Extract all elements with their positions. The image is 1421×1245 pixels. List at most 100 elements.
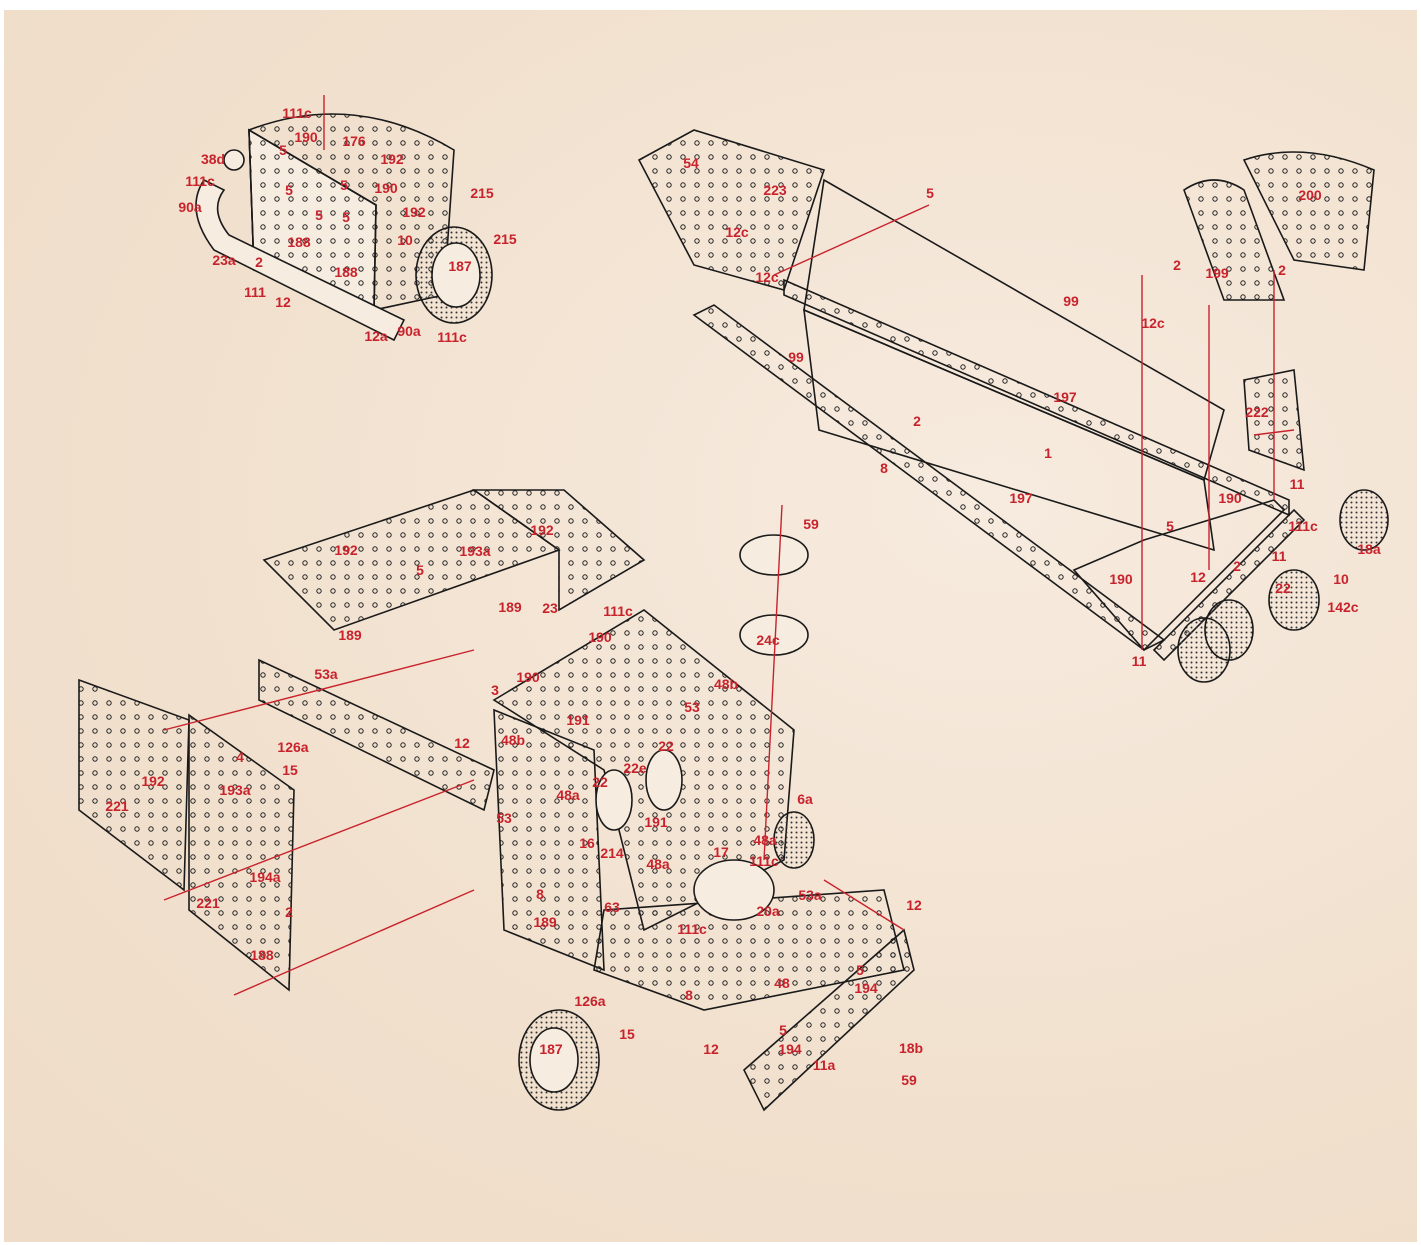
part-label: 111 [244,284,266,300]
part-label: 12 [1190,569,1206,585]
part-label: 53 [684,699,700,715]
part-label: 194 [854,980,878,996]
part-label: 11a [812,1057,836,1073]
part-label: 5 [926,185,934,201]
part-label: 176 [342,133,366,149]
part-label: 23a [212,252,236,268]
part-label: 48a [646,856,670,872]
part-label: 190 [374,180,398,196]
part-label: 48a [556,787,580,803]
part-label: 126a [277,739,309,755]
part-label: 188 [334,264,358,280]
part-label: 17 [713,844,729,860]
part-label: 190 [294,129,318,145]
part-label: 200 [1298,187,1322,203]
part-label: 2 [1233,558,1241,574]
part-label: 12c [755,269,779,285]
part-label: 99 [788,349,804,365]
part-label: 12 [703,1041,719,1057]
part-label: 111c [677,921,707,937]
part-label: 142c [1327,599,1359,615]
part-label: 189 [498,599,522,615]
part-label: 6a [797,791,813,807]
part-label: 189 [338,627,362,643]
part-label: 53a [314,666,338,682]
part-label: 5 [856,962,864,978]
part-label: 199 [1205,265,1229,281]
part-label: 215 [493,231,517,247]
part-label: 18a [1357,541,1381,557]
part-label: 2 [1173,257,1181,273]
part-label: 12c [1141,315,1165,331]
part-label: 190 [588,629,612,645]
part-label: 5 [416,562,424,578]
part-label: 12c [725,224,749,240]
part-label: 16 [579,835,595,851]
part-label: 192 [530,522,554,538]
part-label: 214 [600,845,624,861]
part-label: 188 [287,234,311,250]
part-label: 59 [901,1072,917,1088]
part-label: 191 [566,712,590,728]
part-label: 10 [397,232,413,248]
part-label: 15 [619,1026,635,1042]
part-label: 38d [200,151,226,167]
trailer-chassis [637,129,1389,683]
part-label: 192 [380,151,404,167]
part-label: 2 [285,904,293,920]
part-label: 20a [756,903,780,919]
part-label: 3 [491,682,499,698]
part-label: 53 [496,810,512,826]
part-label: 111c [603,603,633,619]
part-label: 24c [756,632,780,648]
part-label: 5 [285,182,293,198]
part-label: 5 [779,1022,787,1038]
part-label: 1 [1044,445,1052,461]
part-label: 18b [898,1040,924,1056]
part-label: 215 [470,185,494,201]
part-label: 190 [1218,490,1242,506]
part-label: 12 [906,897,922,913]
part-label: 193a [219,782,251,798]
part-label: 8 [880,460,888,476]
part-label: 194a [249,869,281,885]
part-label: 10 [1333,571,1349,587]
part-label: 111c [185,173,215,189]
part-label: 191 [644,814,668,830]
part-label: 187 [448,258,472,274]
part-label: 12 [275,294,291,310]
part-label: 187 [539,1041,563,1057]
part-label: 197 [1009,490,1033,506]
part-label: 8 [685,987,693,1003]
part-label: 2 [1278,262,1286,278]
part-label: 54 [683,155,699,171]
part-label: 111c [282,105,312,121]
part-label: 48b [500,732,526,748]
part-label: 99 [1063,293,1079,309]
part-label: 111c [1288,518,1318,534]
part-label: 23 [542,600,558,616]
part-label: 190 [1109,571,1133,587]
exploded-assembly-drawing [78,95,1389,1112]
part-label: 189 [533,914,557,930]
part-label: 22 [592,774,608,790]
lorry-body [78,489,915,1112]
part-label: 5 [279,142,287,158]
part-label: 222 [1245,404,1269,420]
part-label: 15 [282,762,298,778]
part-label: 4 [236,749,244,765]
part-label: 12a [364,328,388,344]
part-label: 188 [250,947,274,963]
part-label: 5 [315,207,323,223]
part-label: 11 [1131,653,1147,669]
part-label: 192 [334,542,358,558]
part-label: 2 [255,254,263,270]
part-label: 190 [516,669,540,685]
part-label: 63 [604,899,620,915]
part-label: 53a [798,887,822,903]
part-label: 48 [774,975,790,991]
part-label: 48b [713,676,739,692]
part-label: 5 [342,209,350,225]
part-label: 111c [437,329,467,345]
instruction-page: 111c 176 190 192 38d 111c 90a 190 215 19… [4,10,1417,1242]
